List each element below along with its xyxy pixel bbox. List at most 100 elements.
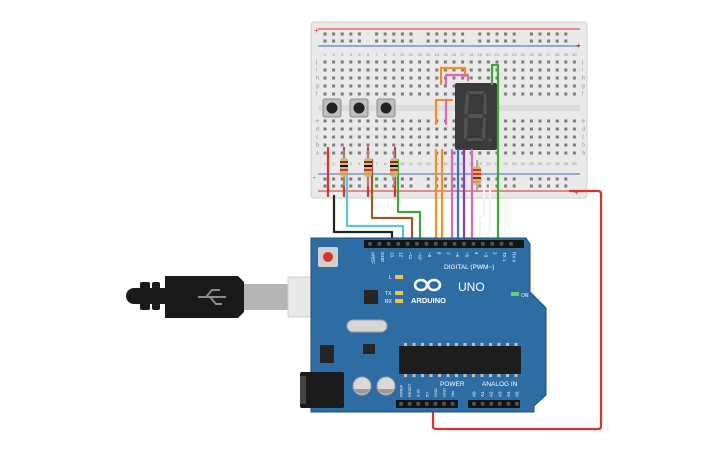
resistor-1[interactable] [340,150,348,186]
terminal-hole[interactable] [418,135,422,139]
rail-hole[interactable] [383,39,387,43]
terminal-hole[interactable] [400,143,404,147]
rail-hole[interactable] [495,32,499,36]
rail-hole[interactable] [461,39,465,43]
terminal-hole[interactable] [349,143,353,147]
rail-hole[interactable] [323,184,327,188]
rail-hole[interactable] [340,39,344,43]
terminal-hole[interactable] [392,68,396,72]
terminal-hole[interactable] [512,60,516,64]
terminal-hole[interactable] [538,68,542,72]
rail-hole[interactable] [400,177,404,181]
analog-pin[interactable] [515,402,519,406]
terminal-hole[interactable] [521,92,525,96]
terminal-hole[interactable] [426,143,430,147]
rail-hole[interactable] [349,184,353,188]
terminal-hole[interactable] [521,84,525,88]
terminal-hole[interactable] [452,143,456,147]
terminal-hole[interactable] [340,135,344,139]
terminal-hole[interactable] [461,68,465,72]
rail-hole[interactable] [495,39,499,43]
terminal-hole[interactable] [555,151,559,155]
rail-hole[interactable] [375,184,379,188]
terminal-hole[interactable] [452,119,456,123]
terminal-hole[interactable] [340,68,344,72]
terminal-hole[interactable] [512,143,516,147]
rail-hole[interactable] [547,39,551,43]
rail-hole[interactable] [486,177,490,181]
terminal-hole[interactable] [392,135,396,139]
terminal-hole[interactable] [452,60,456,64]
terminal-hole[interactable] [400,92,404,96]
terminal-hole[interactable] [435,92,439,96]
terminal-hole[interactable] [564,84,568,88]
terminal-hole[interactable] [452,76,456,80]
terminal-hole[interactable] [383,84,387,88]
rail-hole[interactable] [452,184,456,188]
terminal-hole[interactable] [383,60,387,64]
terminal-hole[interactable] [340,92,344,96]
button-3[interactable] [376,98,396,118]
terminal-hole[interactable] [426,84,430,88]
terminal-hole[interactable] [418,68,422,72]
terminal-hole[interactable] [538,135,542,139]
rail-hole[interactable] [332,39,336,43]
terminal-hole[interactable] [564,143,568,147]
rail-hole[interactable] [512,39,516,43]
terminal-hole[interactable] [538,119,542,123]
terminal-hole[interactable] [538,92,542,96]
terminal-hole[interactable] [418,127,422,131]
terminal-hole[interactable] [572,127,576,131]
terminal-hole[interactable] [564,68,568,72]
terminal-hole[interactable] [443,68,447,72]
terminal-hole[interactable] [375,60,379,64]
terminal-hole[interactable] [547,92,551,96]
rail-hole[interactable] [478,184,482,188]
terminal-hole[interactable] [366,84,370,88]
terminal-hole[interactable] [504,151,508,155]
header-pin[interactable] [509,242,513,246]
terminal-hole[interactable] [529,151,533,155]
terminal-hole[interactable] [555,92,559,96]
terminal-hole[interactable] [504,92,508,96]
terminal-hole[interactable] [323,143,327,147]
rail-hole[interactable] [529,32,533,36]
rail-hole[interactable] [409,177,413,181]
terminal-hole[interactable] [357,135,361,139]
terminal-hole[interactable] [521,143,525,147]
terminal-hole[interactable] [452,84,456,88]
terminal-hole[interactable] [332,119,336,123]
terminal-hole[interactable] [435,143,439,147]
rail-hole[interactable] [435,39,439,43]
terminal-hole[interactable] [409,84,413,88]
terminal-hole[interactable] [512,127,516,131]
terminal-hole[interactable] [418,76,422,80]
rail-hole[interactable] [547,184,551,188]
rail-hole[interactable] [323,177,327,181]
terminal-hole[interactable] [504,60,508,64]
terminal-hole[interactable] [521,60,525,64]
terminal-hole[interactable] [478,60,482,64]
terminal-hole[interactable] [426,127,430,131]
rail-hole[interactable] [547,32,551,36]
rail-hole[interactable] [375,39,379,43]
rail-hole[interactable] [529,39,533,43]
terminal-hole[interactable] [538,151,542,155]
terminal-hole[interactable] [572,135,576,139]
header-pin[interactable] [396,242,400,246]
terminal-hole[interactable] [383,135,387,139]
terminal-hole[interactable] [529,84,533,88]
rail-hole[interactable] [426,32,430,36]
terminal-hole[interactable] [409,92,413,96]
terminal-hole[interactable] [340,119,344,123]
rail-hole[interactable] [383,184,387,188]
header-pin[interactable] [499,242,504,246]
terminal-hole[interactable] [555,68,559,72]
terminal-hole[interactable] [478,68,482,72]
resistor-3[interactable] [390,150,398,186]
rail-hole[interactable] [486,32,490,36]
terminal-hole[interactable] [443,84,447,88]
terminal-hole[interactable] [461,151,465,155]
terminal-hole[interactable] [340,84,344,88]
terminal-hole[interactable] [512,119,516,123]
